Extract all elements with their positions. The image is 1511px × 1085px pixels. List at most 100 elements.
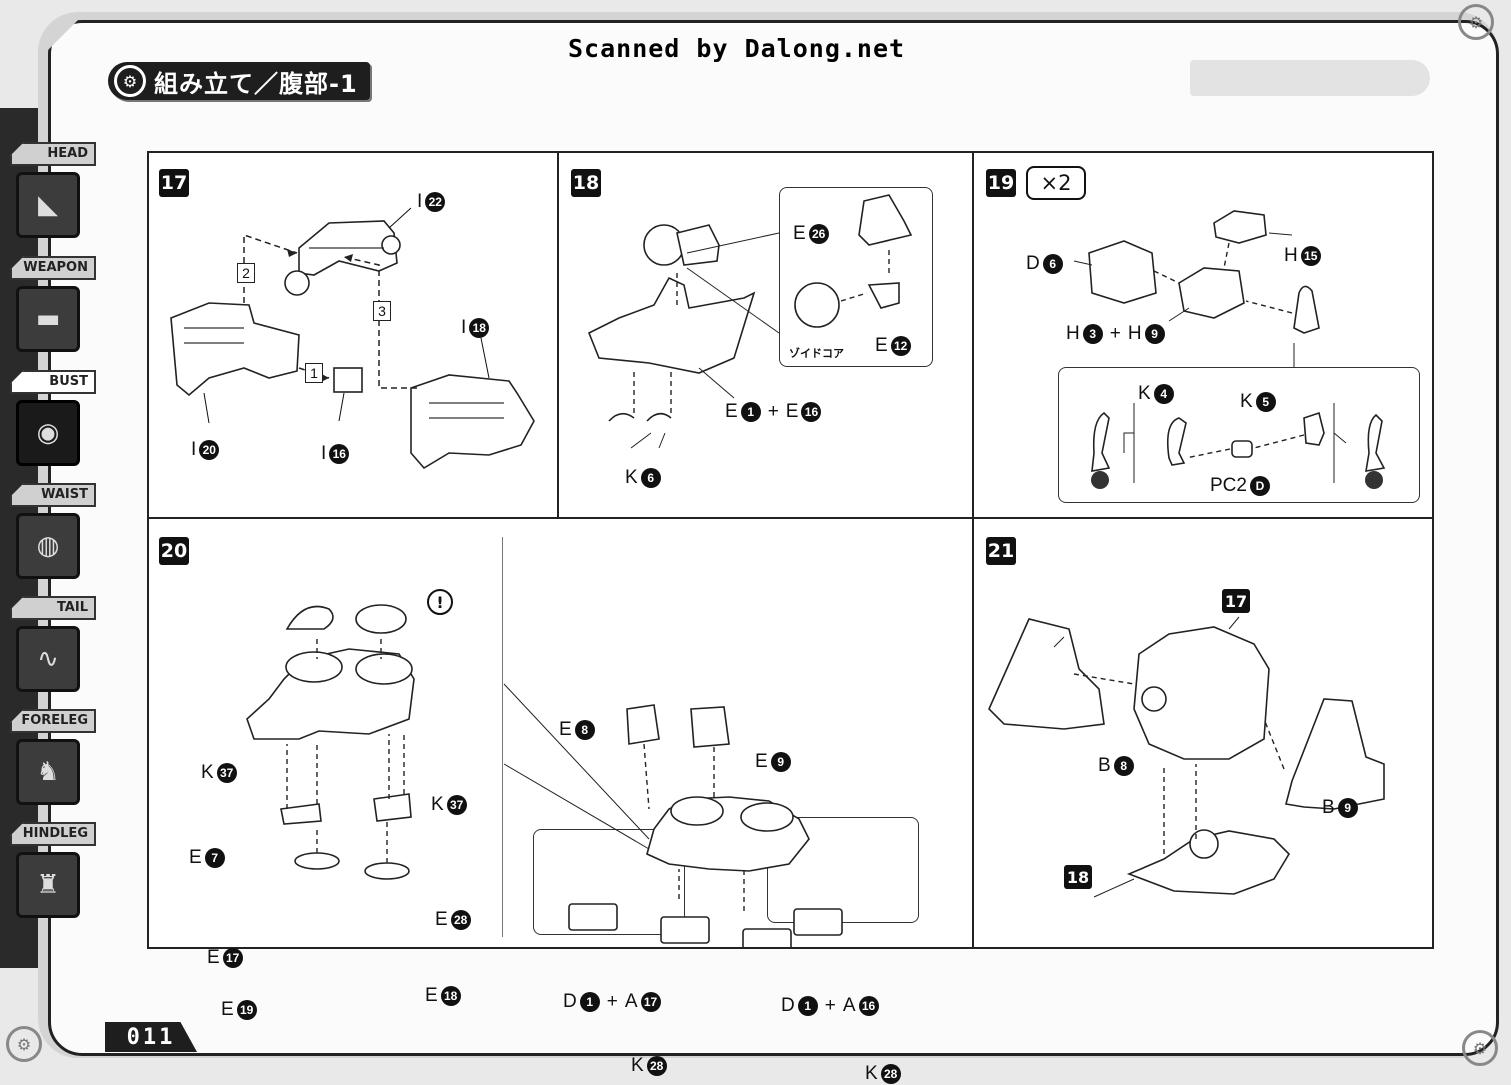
leader-line <box>686 232 780 334</box>
sidebar-item-label: FORELEG <box>10 709 96 733</box>
leader-line <box>1073 232 1295 367</box>
step-17-illustration <box>170 207 535 470</box>
assembly-arrow <box>388 734 405 799</box>
assembly-arrow <box>1185 448 1231 459</box>
assembly-arrow <box>316 822 388 863</box>
hatch <box>184 247 504 419</box>
sidebar-item-label: BUST <box>10 370 96 394</box>
part-k37-cap <box>355 604 407 634</box>
step-number: 21 <box>986 537 1016 565</box>
part-mount-e12 <box>867 282 900 309</box>
assembly-arrow <box>1163 764 1197 854</box>
part-k5 <box>1303 411 1325 446</box>
zoid-core <box>643 224 685 266</box>
body-socket <box>355 653 413 685</box>
assembly-arrow <box>840 292 868 302</box>
step-19-illustration <box>1073 210 1386 489</box>
leader-line <box>630 367 735 449</box>
divider <box>557 153 559 517</box>
part-e18 <box>364 862 410 880</box>
part-right-frame <box>410 374 535 470</box>
part-small-block <box>333 367 363 393</box>
part-d1-left <box>568 903 618 931</box>
foreleg-icon: ♞ <box>16 739 80 805</box>
part-b8 <box>988 618 1105 730</box>
part-joint-ball <box>284 270 310 296</box>
assembly-arrow <box>1263 718 1285 770</box>
step-21-illustration <box>988 616 1385 898</box>
quantity-multiplier: ×2 <box>1026 166 1086 200</box>
part-d1-right <box>793 908 843 936</box>
weapon-icon: ▬ <box>16 286 80 352</box>
zoid-core-label: ゾイドコア <box>789 347 844 360</box>
caution-icon: ! <box>427 589 453 615</box>
part-base-h3h9 <box>1178 267 1245 319</box>
assembly-arrow <box>633 368 672 413</box>
sub-assembly-ref: 17 <box>1222 589 1250 613</box>
step-20-illustration <box>246 604 843 947</box>
sidebar-item-head[interactable]: HEAD ◣ <box>10 142 96 238</box>
sidebar-item-hindleg[interactable]: HINDLEG ♜ <box>10 822 96 918</box>
part-e8 <box>626 704 660 745</box>
divider <box>502 537 503 937</box>
part-pc2d <box>1231 440 1253 458</box>
assembly-arrow <box>643 743 650 810</box>
step-number: 19 <box>986 169 1016 197</box>
tail-icon: ∿ <box>16 626 80 692</box>
sidebar-item-weapon[interactable]: WEAPON ▬ <box>10 256 96 352</box>
body-socket <box>670 796 724 826</box>
sidebar-item-foreleg[interactable]: FORELEG ♞ <box>10 709 96 805</box>
part-e9 <box>690 706 730 748</box>
assembly-arrow <box>1223 242 1230 269</box>
assembly-arrow <box>1153 270 1180 284</box>
assembly-arrow <box>286 744 318 809</box>
leader-line <box>1053 616 1240 898</box>
step-18-illustration <box>587 194 913 449</box>
part-h15 <box>1213 210 1267 244</box>
divider <box>972 153 974 947</box>
sidebar-item-tail[interactable]: TAIL ∿ <box>10 596 96 692</box>
part-chest-18 <box>1126 830 1291 895</box>
sub-assembly-ref: 18 <box>1064 865 1092 889</box>
detail-box <box>779 187 933 367</box>
warning-icon <box>1365 471 1383 489</box>
assembly-arrow <box>1245 300 1293 314</box>
zoid-core-detail <box>794 282 840 328</box>
gear-icon: ⚙ <box>114 65 146 97</box>
step-19: 19 ×2 <box>974 153 1430 517</box>
part-e28 <box>373 793 412 822</box>
sidebar-item-label: HEAD <box>10 142 96 166</box>
part-k4 <box>1166 417 1187 466</box>
section-title-plate: ⚙ 組み立て／腹部-1 <box>108 62 370 100</box>
body-joint <box>1141 686 1167 712</box>
sidebar-item-bust[interactable]: BUST ◉ <box>10 370 96 466</box>
scan-credit: Scanned by Dalong.net <box>568 34 906 63</box>
part-pin-k6 <box>608 412 672 422</box>
part-b9 <box>1285 698 1385 810</box>
body-socket <box>285 651 343 683</box>
section-sidebar: HEAD ◣ WEAPON ▬ BUST ◉ WAIST ◍ TAIL ∿ FO… <box>0 108 100 968</box>
part-d1a17 <box>660 916 710 944</box>
leader-line <box>203 207 490 424</box>
sidebar-item-waist[interactable]: WAIST ◍ <box>10 483 96 579</box>
part-cover-e26 <box>858 194 913 246</box>
part-d1a16 <box>742 928 792 947</box>
